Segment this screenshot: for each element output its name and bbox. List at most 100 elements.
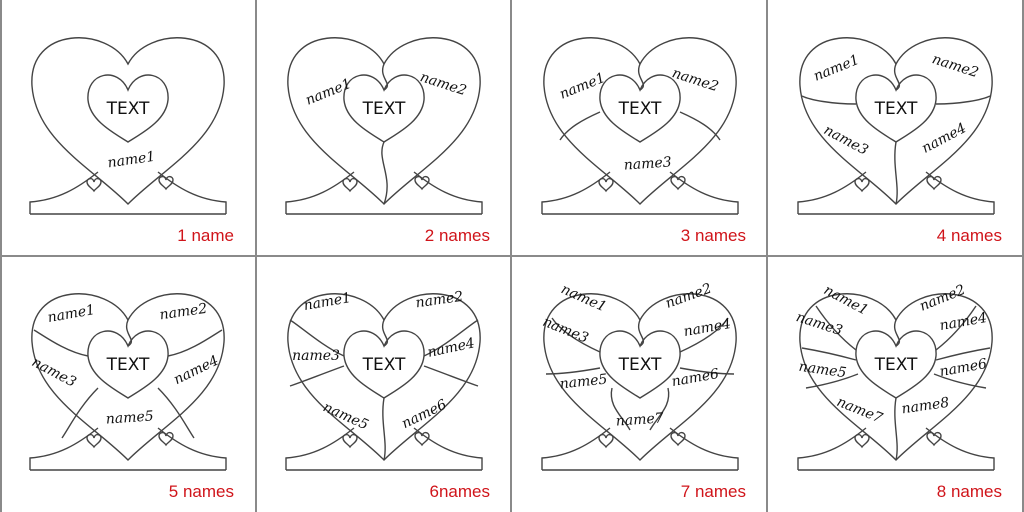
small-heart-right-icon — [158, 431, 174, 447]
puzzle-seam — [289, 319, 345, 357]
small-heart-left-icon — [854, 433, 870, 449]
puzzle-seam — [894, 397, 898, 461]
puzzle-seam — [637, 319, 645, 347]
puzzle-seam — [649, 387, 670, 431]
name-piece-label: name4 — [919, 120, 969, 157]
outer-heart-outline — [543, 37, 737, 205]
name-piece-label: name1 — [303, 76, 353, 109]
inner-heart-outline — [599, 74, 681, 143]
center-text-label: TEXT — [362, 355, 406, 375]
puzzle-seam — [933, 373, 987, 389]
puzzle-seam — [815, 305, 857, 351]
option-caption: 1 name — [177, 226, 234, 245]
small-heart-left-icon — [598, 433, 614, 449]
option-caption: 4 names — [936, 226, 1002, 245]
puzzle-seam — [157, 387, 195, 439]
stand-base-outline — [29, 171, 227, 215]
puzzle-seam — [125, 319, 133, 347]
name-piece-label: name5 — [559, 372, 608, 393]
puzzle-seam — [805, 373, 859, 389]
option-caption: 6names — [429, 482, 490, 501]
name-piece-label: name3 — [540, 314, 590, 347]
puzzle-seam — [559, 111, 601, 141]
name-piece-label: name8 — [901, 395, 951, 418]
center-text-label: TEXT — [106, 99, 150, 119]
name-piece-label: name3 — [794, 309, 845, 339]
name-piece-label: name4 — [938, 310, 988, 334]
name-piece-label: name1 — [107, 149, 157, 172]
small-heart-right-icon — [670, 175, 686, 191]
option-caption: 7 names — [680, 482, 746, 501]
option-caption: 8 names — [936, 482, 1002, 501]
puzzle-seam — [382, 397, 386, 461]
puzzle-seam — [801, 347, 857, 361]
name-piece-label: name1 — [811, 52, 861, 85]
puzzle-seam — [679, 367, 735, 375]
outer-heart-outline — [31, 293, 225, 461]
name-piece-label: name3 — [292, 348, 340, 364]
name-piece-label: name3 — [821, 122, 871, 159]
name-piece-label: name5 — [321, 399, 371, 433]
puzzle-seam — [935, 95, 991, 105]
option-panel-2[interactable]: TEXT name1 name2 2 names — [256, 0, 512, 256]
name-piece-label: name4 — [171, 353, 221, 388]
stand-base-outline — [541, 171, 739, 215]
puzzle-seam — [289, 365, 345, 387]
center-text-label: TEXT — [618, 99, 662, 119]
stand-base-outline — [285, 171, 483, 215]
puzzle-seam — [935, 347, 991, 361]
puzzle-seam — [679, 317, 729, 353]
name-piece-label: name2 — [670, 65, 721, 95]
outer-heart-outline — [287, 37, 481, 205]
option-panel-1[interactable]: TEXT name1 1 name — [0, 0, 256, 256]
center-text-label: TEXT — [618, 355, 662, 375]
small-heart-right-icon — [926, 175, 942, 191]
outer-heart-outline — [543, 293, 737, 461]
puzzle-seam — [423, 319, 479, 357]
puzzle-seam — [801, 95, 857, 105]
small-heart-right-icon — [414, 175, 430, 191]
small-heart-left-icon — [342, 177, 358, 193]
puzzle-seam — [893, 319, 901, 347]
small-heart-left-icon — [86, 433, 102, 449]
name-piece-label: name1 — [821, 282, 871, 319]
inner-heart-outline — [599, 330, 681, 399]
stand-base-outline — [29, 427, 227, 471]
name-piece-label: name4 — [426, 335, 476, 361]
option-caption: 5 names — [168, 482, 234, 501]
puzzle-seam — [610, 387, 631, 431]
puzzle-seam — [33, 329, 89, 357]
puzzle-seam — [381, 141, 388, 205]
name-piece-label: name2 — [418, 69, 469, 99]
puzzle-seam — [381, 319, 389, 347]
small-heart-left-icon — [598, 177, 614, 193]
puzzle-seam — [167, 329, 223, 357]
name-piece-label: name7 — [834, 394, 884, 427]
center-text-label: TEXT — [362, 99, 406, 119]
name-piece-label: name2 — [415, 289, 465, 312]
puzzle-seam — [935, 305, 977, 351]
puzzle-seam — [545, 367, 601, 375]
option-caption: 3 names — [680, 226, 746, 245]
name-piece-label: name2 — [917, 282, 967, 315]
puzzle-seam — [551, 317, 601, 353]
puzzle-seam — [894, 141, 898, 205]
outer-heart-outline — [31, 37, 225, 205]
name-piece-label: name6 — [670, 366, 720, 390]
center-text-label: TEXT — [874, 99, 918, 119]
option-caption: 2 names — [424, 226, 490, 245]
inner-heart-outline — [87, 330, 169, 399]
small-heart-left-icon — [854, 177, 870, 193]
puzzle-seam — [637, 63, 645, 91]
name-piece-label: name3 — [29, 354, 79, 391]
puzzle-seam — [679, 111, 721, 141]
name-piece-label: name5 — [798, 359, 848, 382]
